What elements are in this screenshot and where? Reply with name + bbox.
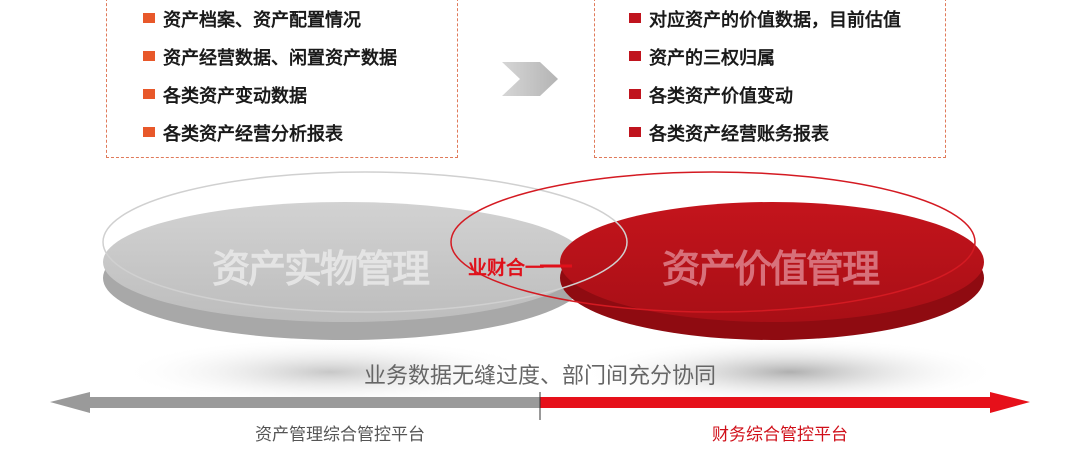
bullet-icon	[629, 13, 641, 23]
left-ellipse-title: 资产实物管理	[211, 247, 430, 291]
red-outline-ring	[450, 171, 976, 313]
left-platform-label: 资产管理综合管控平台	[255, 425, 425, 445]
gray-outline-ring	[102, 171, 628, 313]
red-arrow	[540, 392, 1030, 413]
left-item-3: 各类资产变动数据	[143, 83, 307, 111]
bullet-icon	[143, 89, 155, 99]
bullet-icon	[629, 51, 641, 61]
bullet-icon	[143, 51, 155, 61]
synergy-caption: 业务数据无缝过度、部门间充分协同	[363, 364, 716, 389]
right-shadow	[580, 338, 1000, 406]
bullet-icon	[143, 127, 155, 137]
red-disc	[560, 202, 984, 322]
chevron-right-icon	[502, 62, 558, 96]
right-item-2: 资产的三权归属	[629, 45, 775, 73]
gray-arrow	[50, 392, 540, 413]
right-item-1: 对应资产的价值数据，目前估值	[629, 7, 901, 35]
left-info-box: 资产档案、资产配置情况 资产经营数据、闲置资产数据 各类资产变动数据 各类资产经…	[106, 0, 458, 158]
bullet-icon	[143, 13, 155, 23]
bullet-icon	[629, 89, 641, 99]
gray-disc	[103, 202, 587, 322]
left-shadow	[120, 338, 540, 406]
right-item-3: 各类资产价值变动	[629, 83, 793, 111]
left-item-4: 各类资产经营分析报表	[143, 121, 343, 149]
bullet-icon	[629, 127, 641, 137]
left-item-2: 资产经营数据、闲置资产数据	[143, 45, 397, 73]
right-platform-label: 财务综合管控平台	[712, 425, 848, 445]
overlap-label: 业财合一	[468, 257, 545, 279]
right-ellipse-title: 资产价值管理	[661, 247, 880, 291]
right-info-box: 对应资产的价值数据，目前估值 资产的三权归属 各类资产价值变动 各类资产经营账务…	[594, 0, 946, 158]
right-item-4: 各类资产经营账务报表	[629, 121, 829, 149]
left-item-1: 资产档案、资产配置情况	[143, 7, 361, 35]
